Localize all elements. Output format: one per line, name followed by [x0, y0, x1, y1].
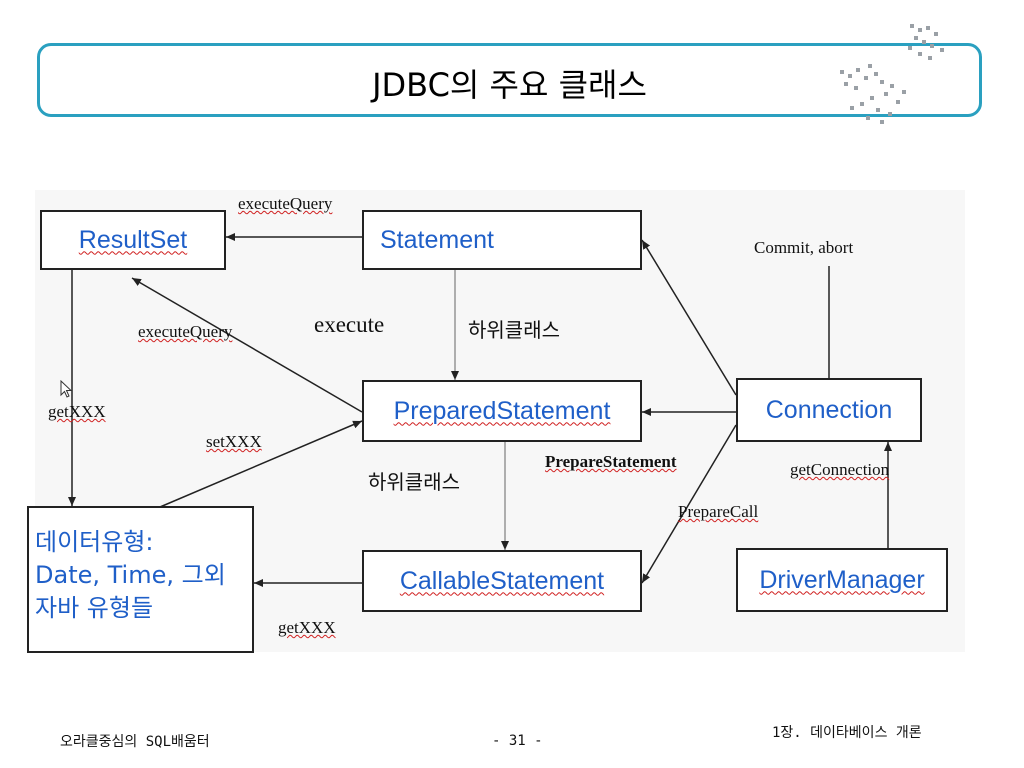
mouse-pointer-icon: [60, 380, 73, 398]
node-statement-label: Statement: [380, 225, 494, 254]
node-callable-statement: CallableStatement: [362, 550, 642, 612]
arrow-datatypes-prepared: [159, 420, 363, 508]
title-box: JDBC의 주요 클래스: [37, 43, 982, 117]
label-subclass-statement: 하위클래스: [468, 318, 560, 342]
label-prepare-statement: PrepareStatement: [545, 452, 677, 471]
node-resultset: ResultSet: [40, 210, 226, 270]
node-drivermanager-label: DriverManager: [759, 565, 925, 594]
slide-title: JDBC의 주요 클래스: [372, 66, 647, 104]
node-datatypes: 데이터유형: Date, Time, 그외 자바 유형들: [27, 506, 254, 653]
page-number: - 31 -: [492, 733, 543, 749]
label-get-connection: getConnection: [790, 460, 890, 479]
arrow-connection-callable: [641, 424, 737, 584]
label-get-xxx-bottom: getXXX: [278, 618, 336, 637]
node-prepared-statement-label: PreparedStatement: [393, 396, 611, 425]
decorative-ornament-icon: [840, 24, 944, 124]
label-execute-query-top: executeQuery: [238, 194, 333, 213]
label-commit-abort: Commit, abort: [754, 238, 854, 257]
footer-left: 오라클중심의 SQL배움터: [60, 734, 210, 750]
node-prepared-statement: PreparedStatement: [362, 380, 642, 442]
node-resultset-label: ResultSet: [78, 225, 188, 254]
label-set-xxx: setXXX: [206, 432, 262, 451]
node-connection: Connection: [736, 378, 922, 442]
label-subclass-prepared: 하위클래스: [368, 470, 460, 494]
node-drivermanager: DriverManager: [736, 548, 948, 612]
arrow-connection-statement: [641, 239, 737, 396]
label-execute: execute: [314, 312, 385, 337]
node-datatypes-label: 데이터유형: Date, Time, 그외 자바 유형들: [35, 528, 226, 622]
label-get-xxx-left: getXXX: [48, 402, 106, 421]
node-connection-label: Connection: [765, 395, 893, 424]
footer-right: 1장. 데이타베이스 개론: [772, 725, 922, 741]
arrow-prepared-resultset: [131, 277, 363, 413]
node-statement: Statement: [362, 210, 642, 270]
node-callable-statement-label: CallableStatement: [399, 566, 605, 595]
label-execute-query-diagonal: executeQuery: [138, 322, 233, 341]
label-prepare-call: PrepareCall: [678, 502, 759, 521]
